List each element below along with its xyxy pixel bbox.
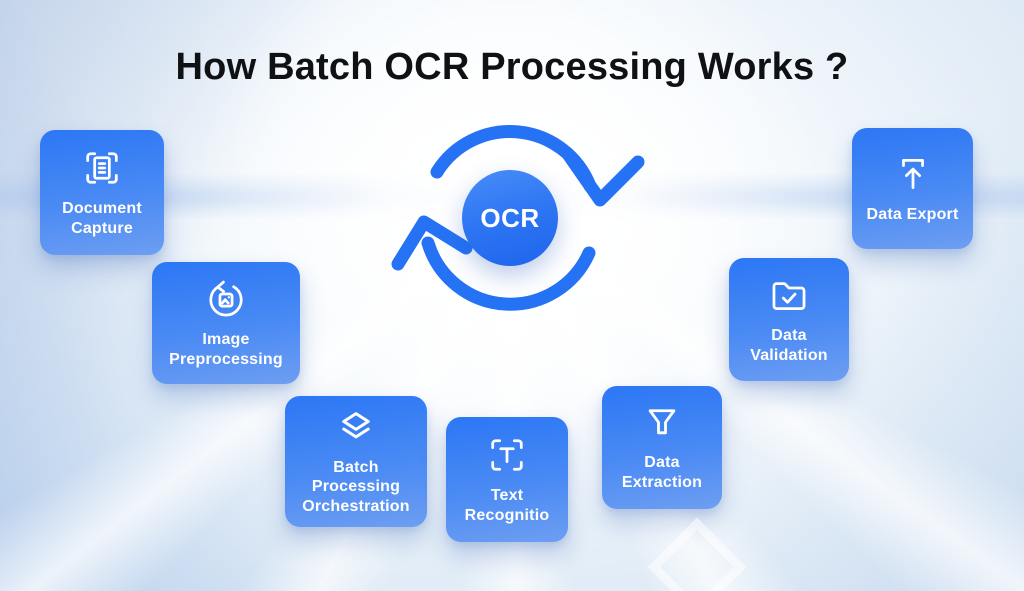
card-label: Data Export [866,206,959,224]
card-label: Batch Processing Orchestration [302,458,410,515]
ocr-label: OCR [480,202,540,233]
card-label: Text Recognitio [464,487,550,524]
cycle-arrows-icon [391,125,645,311]
card-label: Image Preprocessing [169,330,283,368]
ocr-center-badge: OCR [462,170,558,266]
card-data-extraction: Data Extraction [602,386,722,509]
image-refresh-icon [209,280,243,317]
export-icon [901,159,924,190]
folder-check-icon [772,282,806,311]
funnel-icon [648,409,676,435]
card-label: Document Capture [62,200,142,237]
card-document-capture: Document Capture [40,130,164,255]
watermark-layers-icon [647,517,748,591]
card-text-recognition: Text Recognitio [446,417,568,542]
card-data-validation: Data Validation [729,258,849,381]
card-label: Data Validation [750,327,828,364]
card-data-export: Data Export [852,128,973,249]
layers-icon [342,411,370,439]
card-image-preprocessing: Image Preprocessing [152,262,300,384]
document-scan-icon [86,152,118,185]
card-label: Data Extraction [621,454,703,491]
page-title: How Batch OCR Processing Works ? [175,46,849,88]
card-batch-processing-orchestration: Batch Processing Orchestration [285,396,427,527]
text-scan-icon [491,439,523,472]
